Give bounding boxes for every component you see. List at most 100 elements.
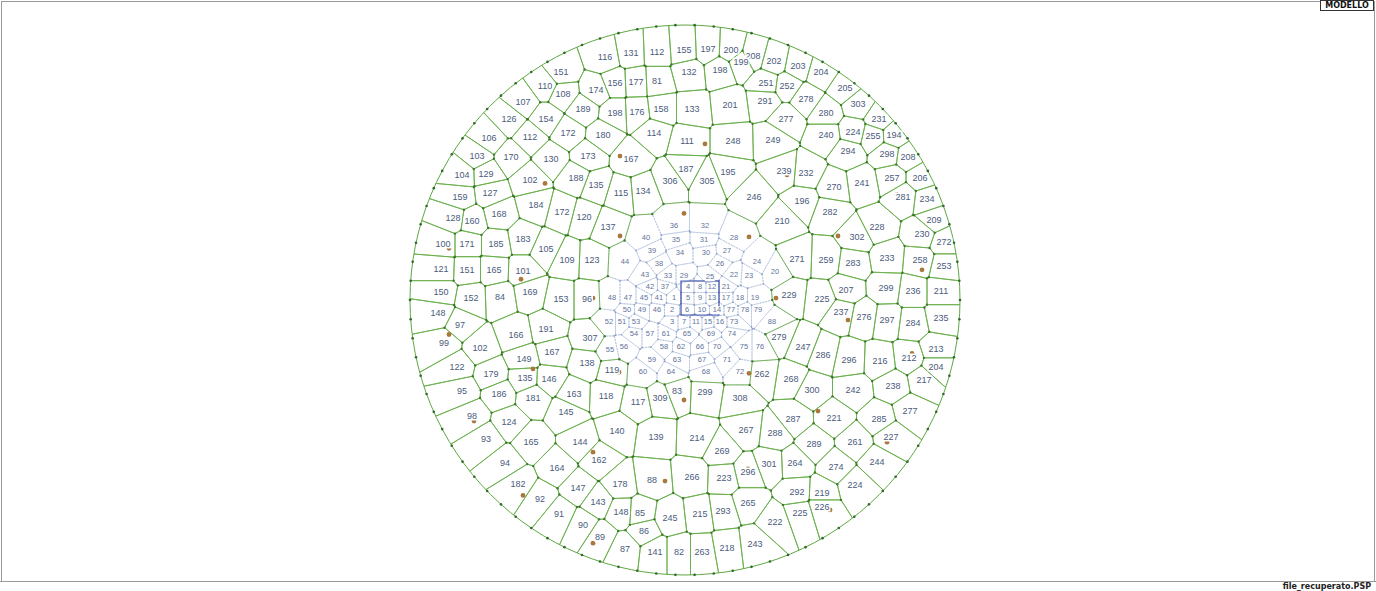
boundary-node (415, 242, 418, 245)
element-number: 241 (853, 179, 870, 188)
mesh-cell (806, 13, 878, 92)
element-number: 146 (540, 374, 557, 383)
mesh-cell (598, 98, 627, 134)
element-number: 137 (599, 222, 616, 231)
fine-mesh-cell (657, 361, 689, 384)
element-number: 20 (770, 268, 780, 276)
mesh-node (814, 471, 816, 473)
mesh-cell (783, 501, 834, 587)
boundary-node (942, 205, 945, 208)
element-number: 104 (453, 170, 470, 179)
mesh-node (726, 326, 728, 328)
mesh-node (837, 272, 839, 274)
element-number: 307 (581, 333, 598, 342)
support-node (747, 235, 752, 240)
element-number: 163 (565, 390, 582, 399)
element-number: 112 (649, 47, 665, 56)
mesh-node (840, 247, 842, 249)
element-number: 218 (718, 543, 735, 552)
mesh-node (864, 340, 866, 342)
mesh-node (763, 283, 765, 285)
mesh-node (641, 347, 643, 349)
mesh-node (718, 417, 720, 419)
mesh-node (707, 264, 709, 266)
mesh-node (751, 450, 753, 452)
element-number: 118 (598, 391, 614, 400)
mesh-node (743, 251, 745, 253)
mesh-cell (585, 118, 627, 156)
mesh-node (479, 397, 481, 399)
mesh-node (639, 545, 641, 547)
mesh-node (629, 524, 631, 526)
mesh-node (708, 351, 710, 353)
mesh-node (554, 396, 556, 398)
element-number: 259 (817, 255, 834, 264)
mesh-node (737, 305, 739, 307)
mesh-cell (643, 13, 672, 66)
element-number: 105 (537, 245, 554, 254)
element-number: 34 (675, 249, 685, 257)
mesh-node (461, 342, 463, 344)
mesh-node (473, 168, 475, 170)
element-number: 239 (775, 167, 792, 176)
element-number: 18 (735, 294, 745, 302)
mesh-node (781, 477, 783, 479)
element-number: 40 (641, 234, 651, 242)
element-number: 162 (590, 455, 607, 464)
mesh-cell (873, 304, 902, 343)
boundary-node (636, 570, 639, 573)
mesh-node (751, 360, 753, 362)
element-number: 257 (883, 173, 900, 182)
mesh-node (664, 304, 666, 306)
boundary-node (599, 37, 602, 40)
fine-mesh-cell (599, 276, 620, 310)
element-number: 11 (691, 318, 701, 326)
mesh-node (577, 81, 579, 83)
mesh-node (831, 376, 833, 378)
mesh-node (690, 354, 692, 356)
element-number: 69 (706, 330, 716, 338)
element-number: 251 (757, 78, 774, 87)
mesh-node (656, 372, 658, 374)
mesh-node (807, 226, 809, 228)
element-number: 98 (466, 411, 478, 420)
mesh-node (657, 289, 659, 291)
mesh-node (579, 239, 581, 241)
mesh-node (835, 298, 837, 300)
support-node (682, 211, 687, 216)
element-number: 29 (679, 272, 689, 280)
element-number: 66 (695, 343, 705, 351)
mesh-node (760, 67, 762, 69)
support-node (747, 371, 752, 376)
mesh-node (865, 294, 867, 296)
mesh-node (510, 137, 512, 139)
element-number: 32 (700, 222, 710, 230)
mesh-cell (535, 336, 572, 368)
element-number: 78 (740, 306, 750, 314)
mesh-node (584, 137, 586, 139)
mesh-cell (499, 13, 585, 84)
element-number: 59 (647, 356, 657, 364)
mesh-cell (510, 420, 555, 466)
element-number: 296 (840, 356, 857, 365)
mesh-node (480, 234, 482, 236)
mesh-cell (898, 273, 927, 308)
mesh-node (871, 435, 873, 437)
element-number: 201 (721, 101, 738, 110)
mesh-node (808, 369, 810, 371)
element-number: 228 (868, 222, 885, 231)
element-number: 41 (654, 294, 664, 302)
mesh-node (518, 217, 520, 219)
mesh-node (639, 260, 641, 262)
mesh-node (679, 304, 681, 306)
mesh-node (578, 92, 580, 94)
fine-mesh-cell (614, 335, 640, 364)
element-number: 203 (789, 61, 806, 70)
mesh-cell (482, 228, 512, 258)
element-number: 249 (764, 136, 781, 145)
element-number: 245 (661, 513, 678, 522)
element-number: 36 (669, 222, 679, 230)
mesh-node (715, 244, 717, 246)
mesh-node (630, 176, 632, 178)
element-number: 83 (671, 387, 683, 396)
